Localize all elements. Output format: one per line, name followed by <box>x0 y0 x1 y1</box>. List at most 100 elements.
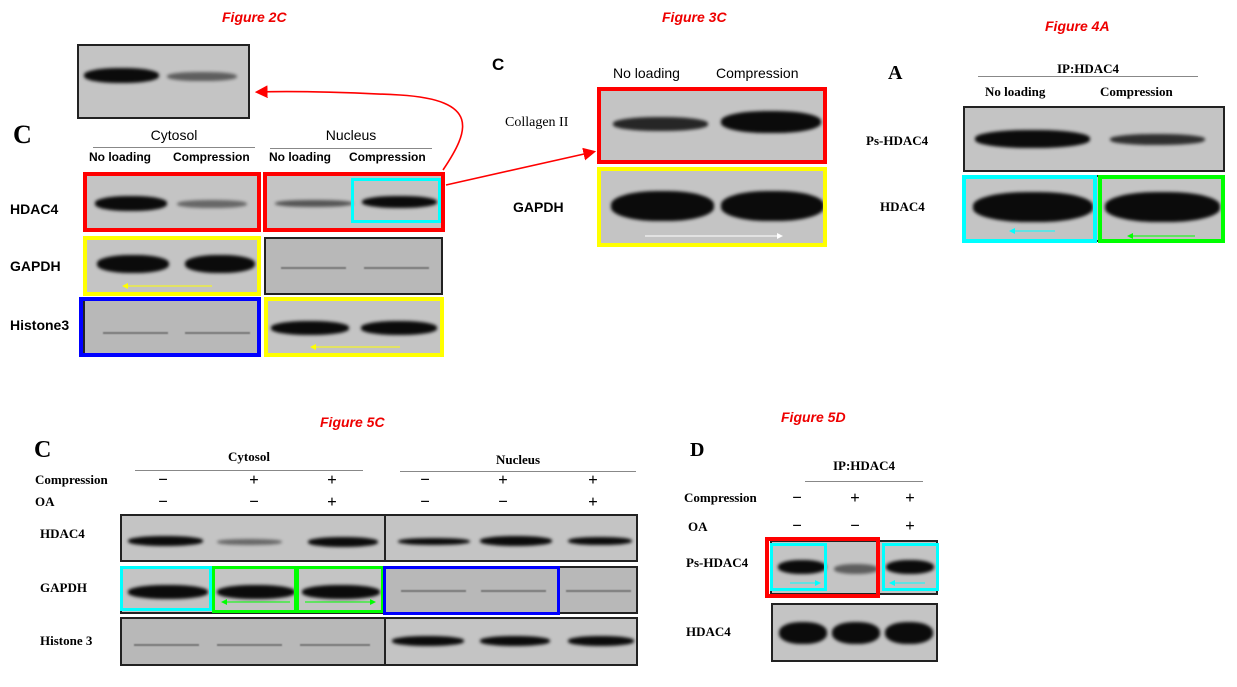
figure-caption: Figure 3C <box>662 9 727 25</box>
highlight-box-green <box>296 566 384 613</box>
divider-line <box>805 481 923 482</box>
row-label: GAPDH <box>10 258 61 274</box>
protein-band <box>217 539 282 545</box>
protein-band <box>177 200 247 208</box>
figure-caption: Figure 5C <box>320 414 385 430</box>
sign: + <box>498 470 508 489</box>
lane-label: Compression <box>173 150 250 164</box>
protein-band <box>128 585 208 599</box>
divider-line <box>135 470 363 471</box>
faint-band <box>281 267 346 269</box>
sign: − <box>420 492 430 511</box>
highlight-box-green <box>212 566 297 613</box>
protein-band <box>217 585 295 599</box>
western-blot <box>120 514 386 562</box>
group-label: Nucleus <box>495 452 541 467</box>
row-label: Histone3 <box>10 317 70 333</box>
condition-label: OA <box>35 494 55 509</box>
inset-blot <box>77 44 250 119</box>
row-label: GAPDH <box>513 199 564 215</box>
faint-band <box>481 590 546 592</box>
protein-band <box>975 130 1090 148</box>
sign: + <box>588 470 598 489</box>
western-blot <box>963 106 1225 172</box>
protein-band <box>95 196 167 211</box>
lane-label: No loading <box>613 65 680 81</box>
highlight-box-yellow <box>83 236 261 296</box>
protein-band <box>362 196 437 208</box>
figure-caption: Figure 4A <box>1045 18 1110 34</box>
condition-label: Compression <box>35 472 108 487</box>
protein-band <box>185 255 255 273</box>
lane-label: Compression <box>716 65 799 81</box>
western-blot <box>120 617 386 666</box>
highlight-box-cyan <box>770 543 827 591</box>
protein-band <box>568 636 634 646</box>
protein-band <box>613 117 708 131</box>
group-label: Cytosol <box>228 449 270 464</box>
protein-band <box>480 636 550 646</box>
sign: − <box>158 470 168 489</box>
western-blot <box>120 566 386 614</box>
highlight-box-red <box>765 537 880 598</box>
faint-band <box>300 644 370 646</box>
lane-label: Compression <box>349 150 426 164</box>
western-blot <box>384 617 638 666</box>
faint-band <box>185 332 250 334</box>
figure-caption: Figure 2C <box>222 9 287 25</box>
highlight-box-cyan <box>882 543 939 591</box>
sign: − <box>850 516 860 535</box>
lane-label: No loading <box>89 150 151 164</box>
row-label: GAPDH <box>40 580 87 595</box>
divider-line <box>400 471 636 472</box>
western-blot <box>770 540 938 595</box>
faint-band <box>217 644 282 646</box>
protein-band <box>392 636 464 646</box>
western-blot <box>85 238 259 294</box>
protein-band <box>973 192 1093 222</box>
protein-band <box>84 68 159 83</box>
condition-label: Compression <box>684 490 757 505</box>
highlight-box-red <box>263 172 445 232</box>
highlight-box-blue <box>383 566 560 615</box>
lane-label: No loading <box>985 84 1046 99</box>
protein-band <box>721 111 821 133</box>
row-label: HDAC4 <box>880 199 925 214</box>
protein-band <box>398 538 470 545</box>
figure-caption: Figure 5D <box>781 409 846 425</box>
protein-band <box>167 72 237 81</box>
group-label: Nucleus <box>325 127 377 143</box>
protein-band <box>97 255 169 273</box>
sign: + <box>249 470 259 489</box>
sign: − <box>158 492 168 511</box>
ip-label: IP:HDAC4 <box>1056 61 1120 76</box>
protein-band <box>271 321 349 335</box>
highlight-box-yellow <box>597 167 827 247</box>
divider-line <box>93 147 255 148</box>
sign: + <box>327 492 337 511</box>
protein-band <box>832 622 880 644</box>
highlight-box-cyan <box>120 566 212 611</box>
highlight-box-green <box>1098 175 1225 243</box>
condition-label: OA <box>688 519 708 534</box>
protein-band <box>834 564 878 574</box>
faint-band <box>134 644 199 646</box>
faint-band <box>103 332 168 334</box>
divider-line <box>978 76 1198 77</box>
row-label: Collagen II <box>505 115 569 130</box>
protein-band <box>1110 134 1205 145</box>
western-blot <box>266 299 442 355</box>
faint-band <box>364 267 429 269</box>
row-label: Ps-HDAC4 <box>686 555 749 570</box>
protein-band <box>308 537 378 547</box>
protein-band <box>302 585 380 599</box>
sign: − <box>792 516 802 535</box>
group-label: Cytosol <box>150 127 198 143</box>
sign: + <box>905 516 915 535</box>
protein-band <box>128 536 203 546</box>
sign: − <box>498 492 508 511</box>
western-blot <box>264 237 443 295</box>
sign: − <box>420 470 430 489</box>
row-label: HDAC4 <box>686 624 731 639</box>
sign: + <box>327 470 337 489</box>
